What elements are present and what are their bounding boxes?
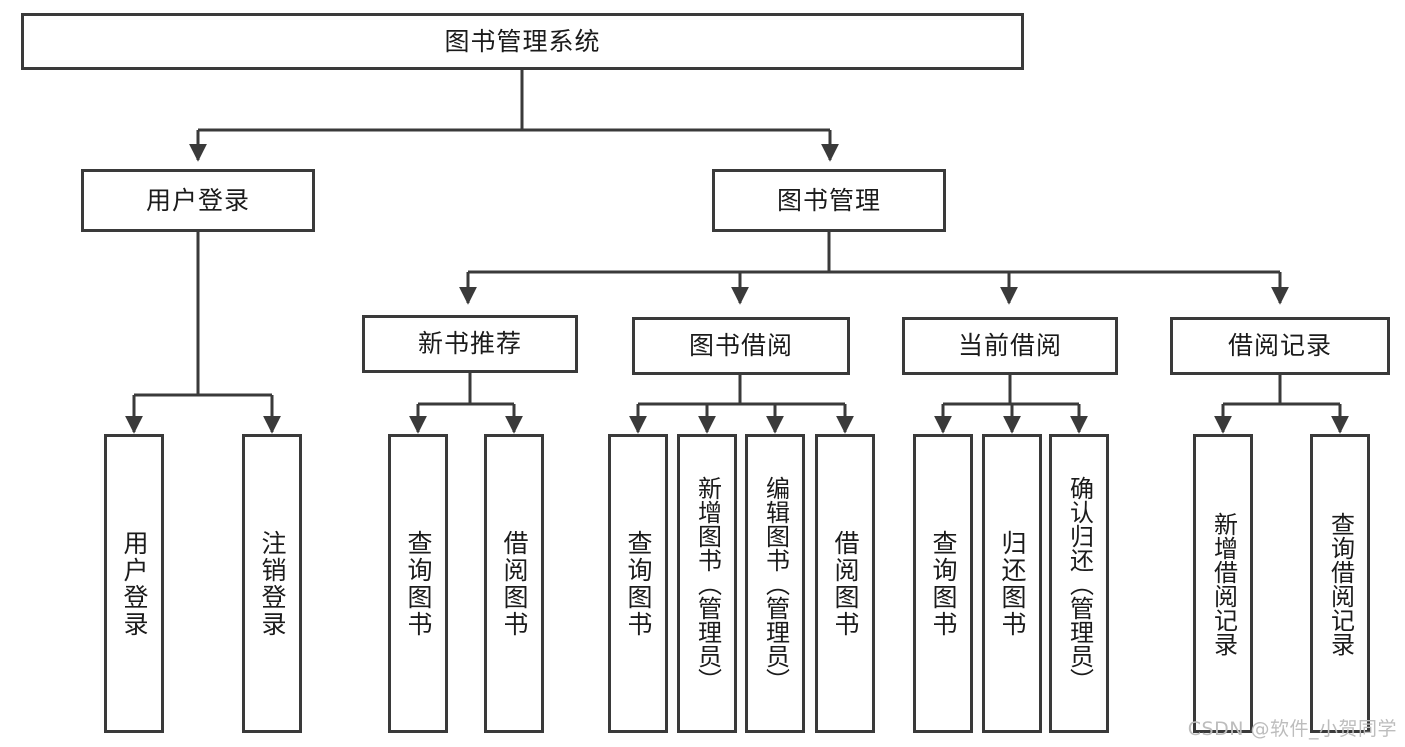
node-borrow-records[interactable]: 借阅记录 (1170, 317, 1390, 375)
node-label: 当前借阅 (957, 331, 1062, 361)
node-user-login[interactable]: 用户登录 (81, 169, 315, 232)
leaf-user-login[interactable]: 用户登录 (104, 434, 164, 733)
node-book-management[interactable]: 图书管理 (712, 169, 946, 232)
node-new-book-recommend[interactable]: 新书推荐 (362, 315, 578, 373)
node-label: 查询图书 (404, 529, 433, 638)
node-current-borrow[interactable]: 当前借阅 (902, 317, 1118, 375)
node-label: 图书管理系统 (444, 26, 601, 56)
node-label: 用户登录 (145, 185, 250, 215)
node-label: 查询图书 (624, 529, 653, 638)
leaf-borrow-query-book[interactable]: 查询图书 (608, 434, 668, 733)
node-root-system[interactable]: 图书管理系统 (21, 13, 1024, 70)
leaf-borrow-borrow-book[interactable]: 借阅图书 (815, 434, 875, 733)
node-label: 借阅记录 (1227, 331, 1332, 361)
node-label: 编辑图书（管理员） (761, 475, 790, 692)
leaf-borrow-edit-book-admin[interactable]: 编辑图书（管理员） (745, 434, 805, 733)
node-label: 查询借阅记录 (1326, 511, 1355, 656)
leaf-records-query-record[interactable]: 查询借阅记录 (1310, 434, 1370, 733)
leaf-current-confirm-return-admin[interactable]: 确认归还（管理员） (1049, 434, 1109, 733)
leaf-current-return-book[interactable]: 归还图书 (982, 434, 1042, 733)
node-label: 归还图书 (998, 529, 1027, 638)
node-book-borrow[interactable]: 图书借阅 (632, 317, 850, 375)
leaf-current-query-book[interactable]: 查询图书 (913, 434, 973, 733)
node-label: 新增图书（管理员） (693, 475, 722, 692)
leaf-new-book-query[interactable]: 查询图书 (388, 434, 448, 733)
leaf-user-logout[interactable]: 注销登录 (242, 434, 302, 733)
node-label: 借阅图书 (500, 529, 529, 638)
node-label: 确认归还（管理员） (1065, 475, 1094, 692)
node-label: 注销登录 (258, 529, 287, 638)
node-label: 查询图书 (929, 529, 958, 638)
node-label: 新增借阅记录 (1209, 511, 1238, 656)
node-label: 新书推荐 (417, 329, 522, 359)
node-label: 用户登录 (120, 529, 149, 638)
node-label: 图书管理 (776, 185, 881, 215)
node-label: 图书借阅 (688, 331, 793, 361)
node-label: 借阅图书 (831, 529, 860, 638)
csdn-watermark: CSDN @软件_小贺同学 (1187, 718, 1397, 740)
leaf-records-add-record[interactable]: 新增借阅记录 (1193, 434, 1253, 733)
leaf-new-book-borrow[interactable]: 借阅图书 (484, 434, 544, 733)
leaf-borrow-add-book-admin[interactable]: 新增图书（管理员） (677, 434, 737, 733)
